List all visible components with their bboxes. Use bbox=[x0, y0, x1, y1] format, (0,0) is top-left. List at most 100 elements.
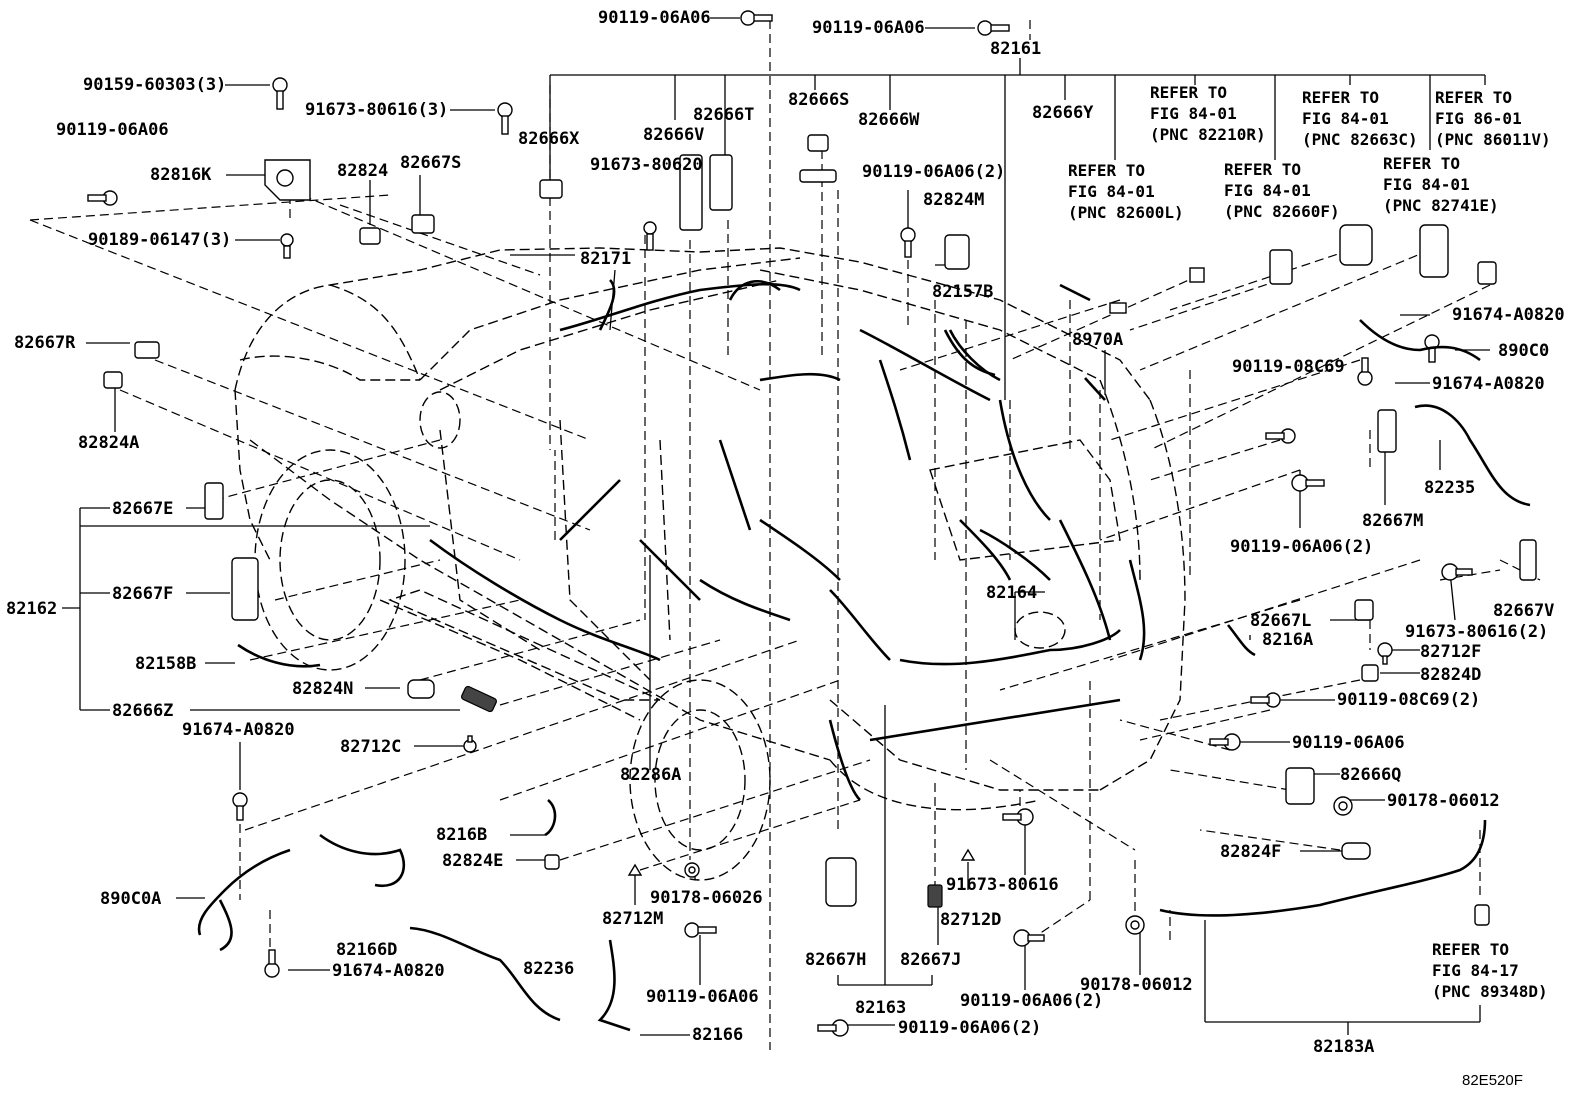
label-890c0a: 890C0A bbox=[100, 889, 161, 909]
connector-icon bbox=[799, 169, 837, 183]
label-82235: 82235 bbox=[1424, 478, 1475, 498]
label-82171: 82171 bbox=[580, 249, 631, 269]
label-82824f: 82824F bbox=[1220, 842, 1281, 862]
label-90119-08c69: 90119-08C69 bbox=[1232, 357, 1345, 377]
connector-icon bbox=[231, 557, 259, 621]
label-90178-06012-b: 90178-06012 bbox=[1080, 975, 1193, 995]
label-82162: 82162 bbox=[6, 599, 57, 619]
connector-icon bbox=[1477, 261, 1497, 285]
connector-icon bbox=[1339, 224, 1373, 266]
connector-icon bbox=[204, 482, 224, 520]
label-82824: 82824 bbox=[337, 161, 388, 181]
svg-text:(PNC 89348D): (PNC 89348D) bbox=[1432, 982, 1548, 1001]
svg-text:(PNC 82741E): (PNC 82741E) bbox=[1383, 196, 1499, 215]
svg-text:(PNC 82600L): (PNC 82600L) bbox=[1068, 203, 1184, 222]
label-90119-06a06-a: 90119-06A06 bbox=[598, 8, 711, 28]
connector-icon bbox=[544, 854, 560, 870]
clip-icon bbox=[463, 735, 477, 753]
clip-icon bbox=[684, 862, 700, 878]
bolt-icon bbox=[1250, 692, 1281, 708]
connector-icon bbox=[1269, 249, 1293, 285]
label-82667v: 82667V bbox=[1493, 601, 1554, 621]
label-8216a: 8216A bbox=[1262, 630, 1313, 650]
refer-block-86011v: REFER TO FIG 86-01 (PNC 86011V) bbox=[1435, 88, 1551, 149]
label-82667j: 82667J bbox=[900, 950, 961, 970]
connector-icon bbox=[1419, 224, 1449, 278]
label-82183a: 82183A bbox=[1313, 1037, 1374, 1057]
connector-icon bbox=[1109, 302, 1127, 314]
label-90178-06026: 90178-06026 bbox=[650, 888, 763, 908]
svg-text:(PNC 82663C): (PNC 82663C) bbox=[1302, 130, 1418, 149]
fasteners-and-parts bbox=[87, 10, 1537, 1037]
bolt-icon bbox=[900, 227, 916, 258]
svg-text:REFER TO: REFER TO bbox=[1302, 88, 1379, 107]
label-82667m: 82667M bbox=[1362, 511, 1423, 531]
label-8970a: 8970A bbox=[1072, 330, 1123, 350]
label-91673-80616-3: 91673-80616(3) bbox=[305, 100, 448, 120]
label-90119-06a06-2a: 90119-06A06(2) bbox=[862, 162, 1005, 182]
bolt-icon bbox=[1357, 357, 1373, 386]
label-90178-06012-a: 90178-06012 bbox=[1387, 791, 1500, 811]
label-82667e: 82667E bbox=[112, 499, 173, 519]
connector-icon bbox=[461, 685, 497, 713]
label-82286a: 82286A bbox=[620, 765, 681, 785]
connector-icon bbox=[359, 227, 381, 245]
label-91673-80616: 91673-80616 bbox=[946, 875, 1059, 895]
label-8216b: 8216B bbox=[436, 825, 487, 845]
label-82667r: 82667R bbox=[14, 333, 76, 353]
bolt-icon bbox=[740, 10, 773, 26]
svg-text:FIG 84-01: FIG 84-01 bbox=[1068, 182, 1155, 201]
label-82667f: 82667F bbox=[112, 584, 173, 604]
svg-text:(PNC 82210R): (PNC 82210R) bbox=[1150, 125, 1266, 144]
label-91674-a0820-b: 91674-A0820 bbox=[1452, 305, 1565, 325]
label-82666t: 82666T bbox=[693, 105, 754, 125]
bolt-icon bbox=[87, 190, 118, 206]
wire-harnesses bbox=[429, 279, 1146, 801]
label-90119-08c69-2: 90119-08C69(2) bbox=[1337, 690, 1480, 710]
refer-block-82663c: REFER TO FIG 84-01 (PNC 82663C) bbox=[1302, 88, 1418, 149]
connector-icon bbox=[807, 134, 829, 152]
label-82816k: 82816K bbox=[150, 165, 212, 185]
connector-icon bbox=[709, 154, 733, 211]
label-82712f: 82712F bbox=[1420, 642, 1481, 662]
connector-icon bbox=[134, 341, 160, 359]
label-82157b: 82157B bbox=[932, 282, 993, 302]
bolt-icon bbox=[643, 221, 657, 251]
bolt-icon bbox=[272, 77, 288, 110]
connector-icon bbox=[1341, 842, 1371, 860]
label-82666z: 82666Z bbox=[112, 701, 173, 721]
label-82166d: 82166D bbox=[336, 940, 397, 960]
bolt-icon bbox=[264, 949, 280, 978]
label-90119-06a06-2c: 90119-06A06(2) bbox=[960, 991, 1103, 1011]
label-90119-06a06-d: 90119-06A06 bbox=[1292, 733, 1405, 753]
label-91674-a0820-a: 91674-A0820 bbox=[182, 720, 295, 740]
clip-icon bbox=[1333, 796, 1353, 816]
svg-text:REFER TO: REFER TO bbox=[1150, 83, 1227, 102]
refer-block-82741e: REFER TO FIG 84-01 (PNC 82741E) bbox=[1383, 154, 1499, 215]
label-82667s: 82667S bbox=[400, 153, 461, 173]
bolt-icon bbox=[977, 20, 1010, 36]
label-82666y: 82666Y bbox=[1032, 103, 1094, 123]
svg-text:REFER TO: REFER TO bbox=[1435, 88, 1512, 107]
connector-icon bbox=[103, 371, 123, 389]
connector-icon bbox=[539, 179, 563, 199]
connector-icon bbox=[1189, 267, 1205, 283]
svg-text:(PNC 82660F): (PNC 82660F) bbox=[1224, 202, 1340, 221]
bolt-icon bbox=[232, 792, 248, 821]
connector-icon bbox=[927, 884, 943, 908]
vehicle-body-outline bbox=[234, 247, 1186, 881]
connector-icon bbox=[825, 857, 857, 907]
callout-labels: 90119-06A06 90119-06A06 82161 90159-6030… bbox=[6, 8, 1565, 1057]
svg-text:REFER TO: REFER TO bbox=[1068, 161, 1145, 180]
connector-icon bbox=[411, 214, 435, 234]
label-82166: 82166 bbox=[692, 1025, 743, 1045]
svg-text:FIG 84-17: FIG 84-17 bbox=[1432, 961, 1519, 980]
svg-text:FIG 86-01: FIG 86-01 bbox=[1435, 109, 1522, 128]
label-82666v: 82666V bbox=[643, 125, 704, 145]
label-90119-06a06-e: 90119-06A06 bbox=[646, 987, 759, 1007]
refer-to-notes: REFER TO FIG 84-01 (PNC 82600L) REFER TO… bbox=[1068, 83, 1551, 1001]
bolt-icon bbox=[1265, 428, 1296, 444]
svg-text:REFER TO: REFER TO bbox=[1432, 940, 1509, 959]
connector-icon bbox=[1361, 664, 1379, 682]
